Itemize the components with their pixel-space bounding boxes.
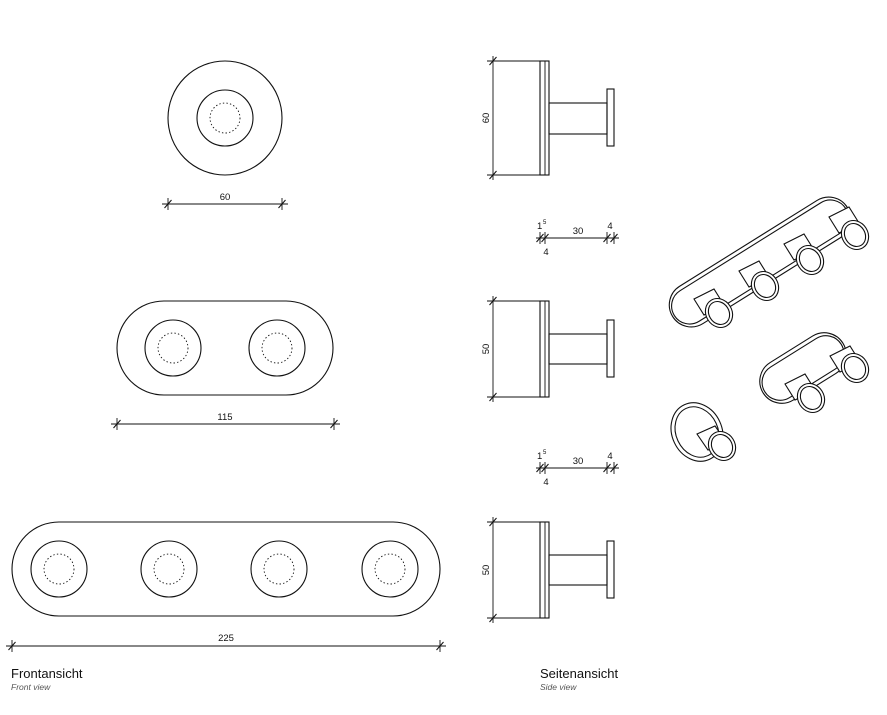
dim-label-stem-2: 30: [573, 456, 584, 467]
dim-height-1: 60: [481, 56, 540, 180]
iso-quad-hook-illustration: [668, 196, 870, 329]
front-view-caption: Frontansicht Front view: [11, 666, 83, 692]
dim-quad-width: 225: [6, 633, 446, 652]
front-view-title: Frontansicht: [11, 666, 83, 681]
dim-height-3: 50: [481, 517, 540, 623]
dim-label-225: 225: [218, 633, 234, 644]
dim-single-width: 60: [162, 192, 288, 210]
dim-label-plate-top: 1: [537, 221, 542, 232]
dim-label-stem: 30: [573, 226, 584, 237]
side-view-caption: Seitenansicht Side view: [540, 666, 618, 692]
dim-label-plate-top-2: 1: [537, 451, 542, 462]
side-view-subtitle: Side view: [540, 682, 577, 692]
dim-height-2: 50: [481, 296, 540, 402]
iso-double-hook-illustration: [759, 332, 870, 414]
dim-label-plate-bottom-2: 4: [543, 477, 548, 488]
dim-label-height-60: 60: [481, 113, 492, 124]
dim-label-115: 115: [217, 412, 232, 423]
front-quad-hook: [11, 521, 441, 617]
dim-label-plate-sup: 5: [543, 220, 547, 226]
dim-label-knob: 4: [607, 221, 612, 232]
dim-label-knob-2: 4: [607, 451, 612, 462]
front-double-hook: [116, 300, 334, 396]
iso-single-hook-illustration: [670, 402, 737, 462]
side-hook-3: [539, 521, 615, 619]
dim-depth-2: 1 5 30 4 4: [536, 450, 619, 488]
front-single-hook: [167, 60, 283, 176]
dim-depth-1: 1 5 30 4 4: [536, 220, 619, 258]
dim-double-width: 115: [111, 412, 340, 430]
side-hook-2: [539, 300, 615, 398]
dim-label-60: 60: [220, 192, 231, 203]
side-view-title: Seitenansicht: [540, 666, 619, 681]
dim-label-height-50a: 50: [481, 344, 492, 355]
front-view-subtitle: Front view: [11, 682, 51, 692]
dim-label-height-50b: 50: [481, 565, 492, 576]
dim-label-plate-sup-2: 5: [543, 450, 547, 456]
dim-label-plate-bottom: 4: [543, 247, 548, 258]
side-hook-1: [539, 60, 615, 176]
